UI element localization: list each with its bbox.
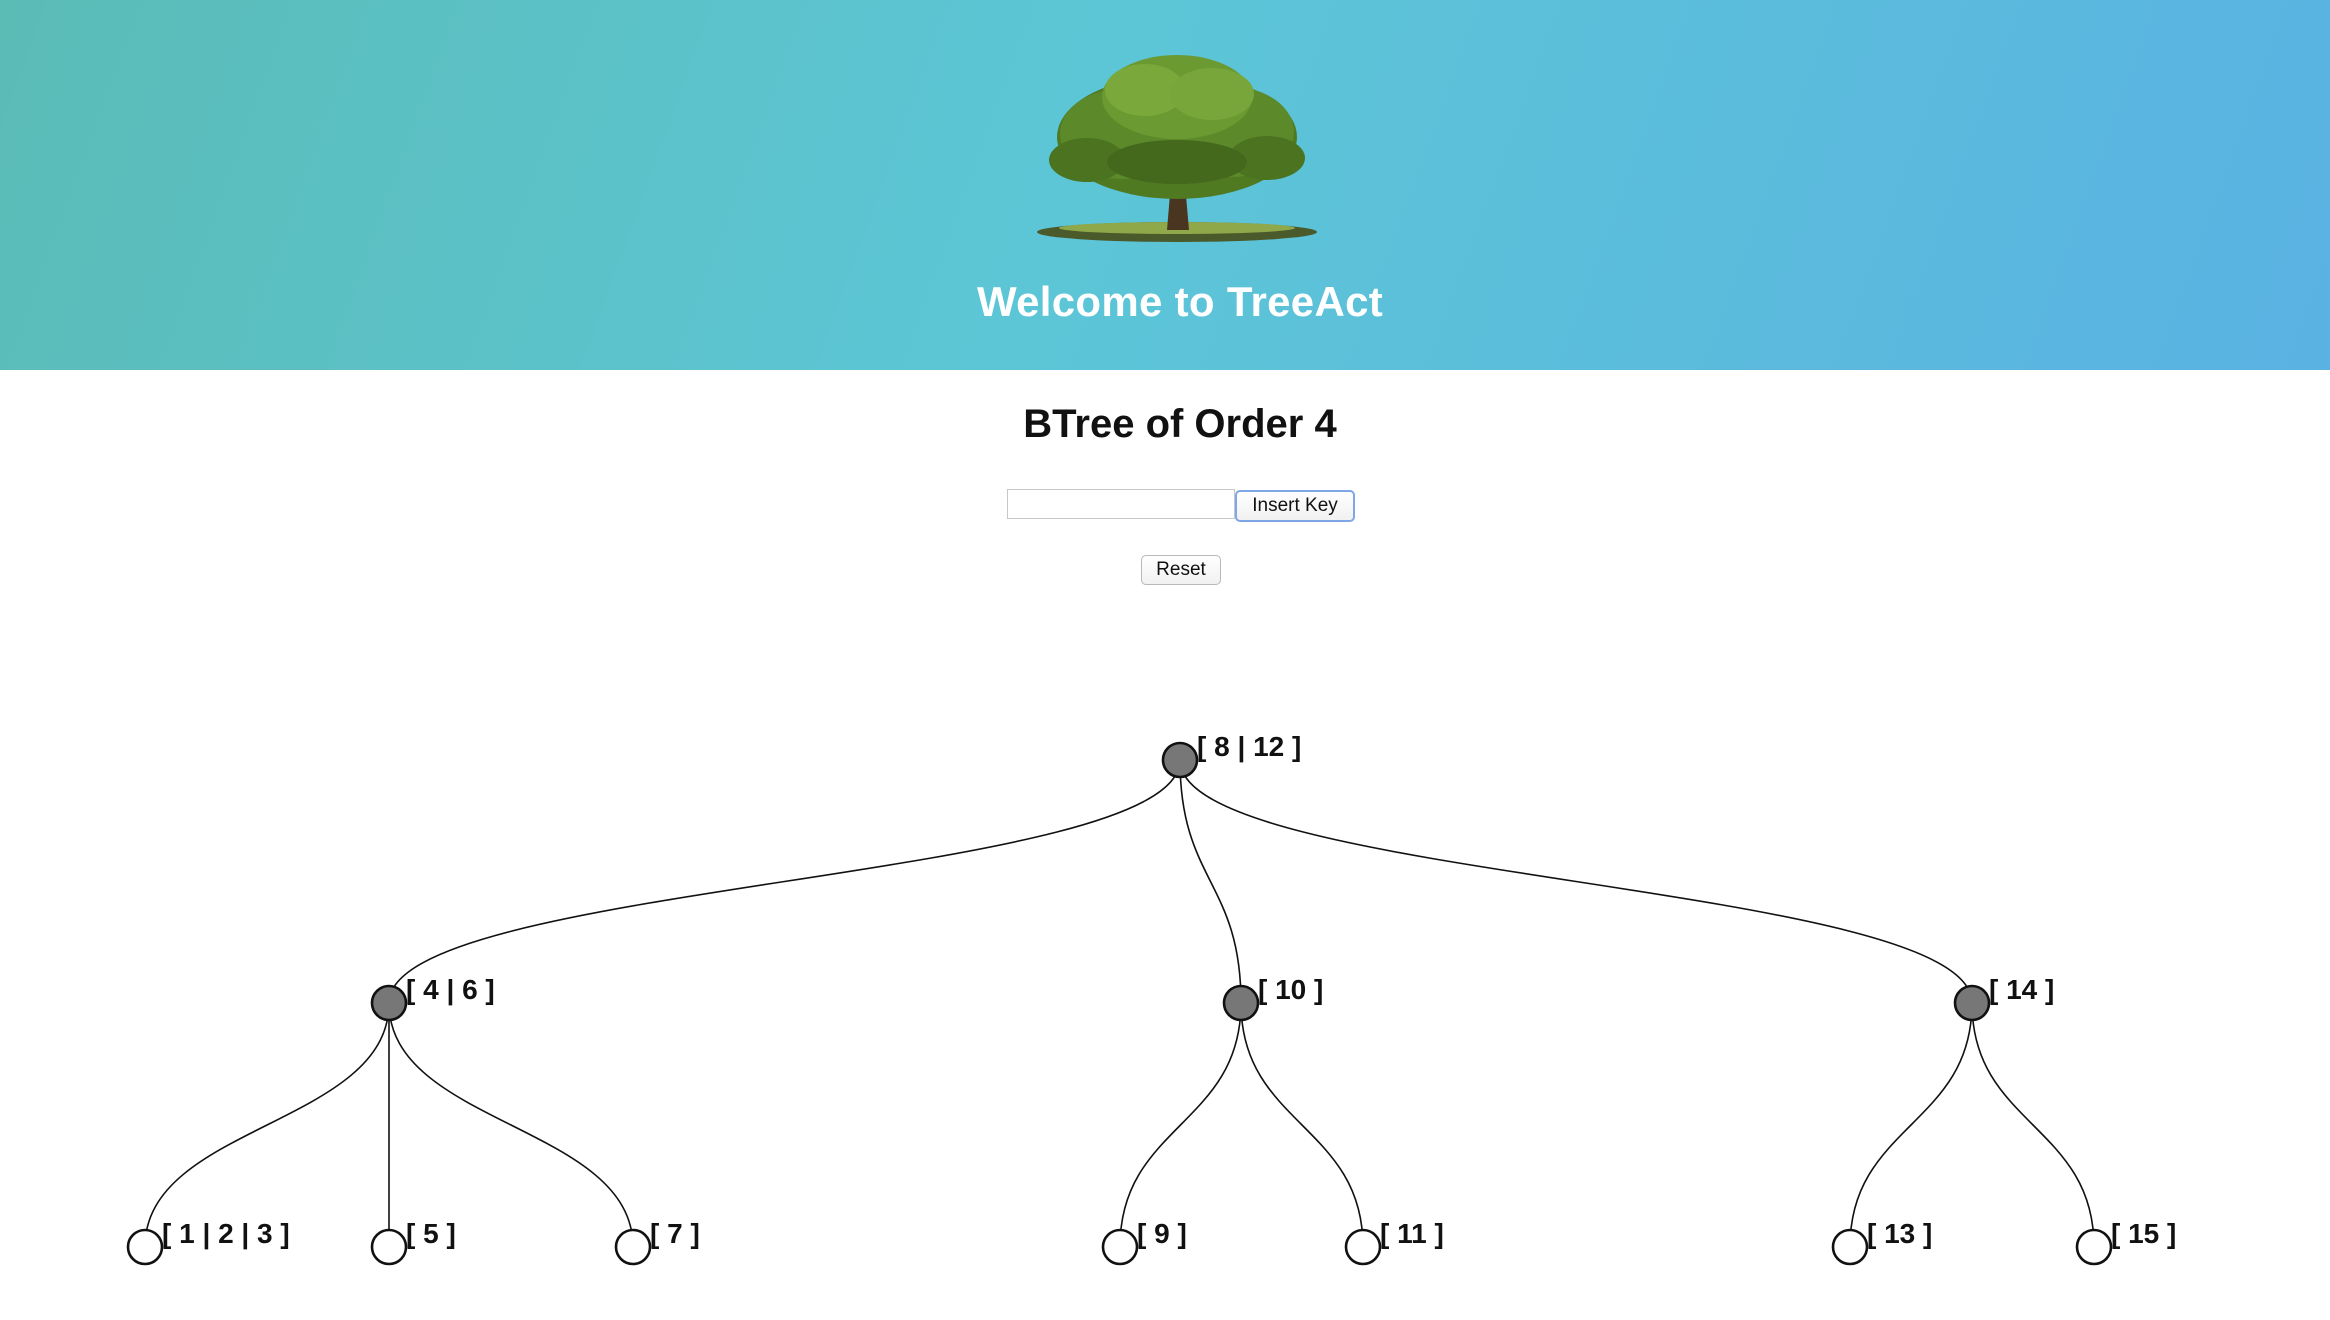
tree-link xyxy=(1849,1002,1973,1248)
node-label: [ 8 | 12 ] xyxy=(1197,731,1301,762)
tree-link xyxy=(388,1002,634,1248)
page-title: BTree of Order 4 xyxy=(1023,402,1337,446)
leaf-node[interactable] xyxy=(614,1228,652,1266)
tree-icon xyxy=(1037,55,1317,242)
leaf-node[interactable] xyxy=(1344,1228,1382,1266)
tree-link xyxy=(388,759,1181,1004)
header-banner: Welcome to TreeAct xyxy=(0,0,2330,370)
key-input[interactable] xyxy=(1007,489,1235,519)
internal-node[interactable] xyxy=(1953,984,1991,1022)
internal-node[interactable] xyxy=(1222,984,1260,1022)
node-label: [ 9 ] xyxy=(1137,1218,1187,1249)
node-label: [ 14 ] xyxy=(1989,974,2054,1005)
reset-button[interactable]: Reset xyxy=(1141,555,1221,585)
tree-link xyxy=(1119,1002,1242,1248)
welcome-title: Welcome to TreeAct xyxy=(976,278,1384,325)
node-label: [ 13 ] xyxy=(1867,1218,1932,1249)
node-label: [ 15 ] xyxy=(2111,1218,2176,1249)
node-label: [ 10 ] xyxy=(1258,974,1323,1005)
leaf-node[interactable] xyxy=(370,1228,408,1266)
node-label: [ 11 ] xyxy=(1380,1218,1444,1249)
leaf-node[interactable] xyxy=(126,1228,164,1266)
node-label: [ 7 ] xyxy=(650,1218,700,1249)
tree-link xyxy=(144,1002,390,1248)
tree-link xyxy=(1179,759,1242,1004)
node-label: [ 5 ] xyxy=(406,1218,456,1249)
leaf-node[interactable] xyxy=(1101,1228,1139,1266)
tree-link xyxy=(1179,759,1973,1004)
insert-key-button[interactable]: Insert Key xyxy=(1235,490,1355,522)
leaf-node[interactable] xyxy=(1831,1228,1869,1266)
internal-node[interactable] xyxy=(370,984,408,1022)
node-label: [ 1 | 2 | 3 ] xyxy=(162,1218,290,1249)
tree-link xyxy=(1240,1002,1364,1248)
node-label: [ 4 | 6 ] xyxy=(406,974,495,1005)
internal-node[interactable] xyxy=(1161,741,1199,779)
tree-link xyxy=(1971,1002,2095,1248)
leaf-node[interactable] xyxy=(2075,1228,2113,1266)
